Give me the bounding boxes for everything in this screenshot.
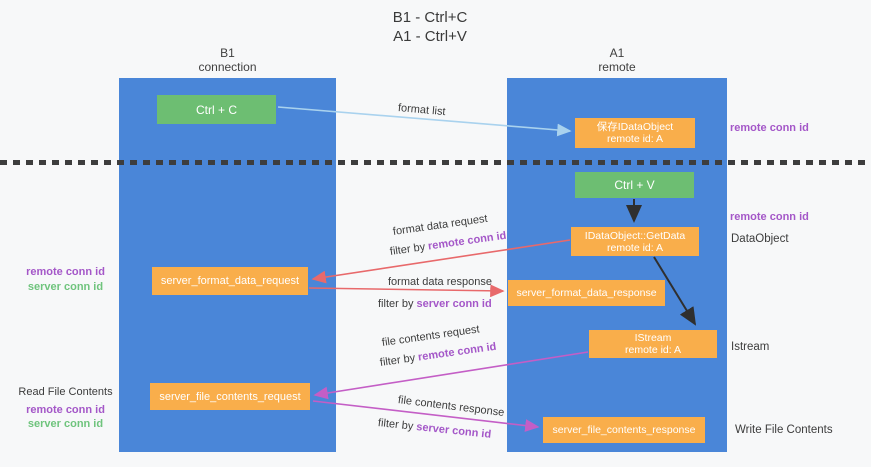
- title-line-1: B1 - Ctrl+C: [392, 9, 468, 26]
- read-file-contents-annotation: Read File Contents: [18, 386, 113, 398]
- remote-conn-id-annotation-top-right: remote conn id: [730, 122, 809, 134]
- lane-header-a1: A1 remote: [507, 46, 727, 74]
- format-list-arrow-label: format list: [397, 102, 447, 119]
- server-format-data-request-box: server_format_data_request: [152, 267, 308, 295]
- lane-b1-name: B1: [220, 46, 235, 60]
- remote-conn-id-key: remote conn id: [417, 340, 498, 364]
- ctrl-v-box: Ctrl + V: [575, 172, 694, 198]
- phase-separator-dashed-line: [0, 160, 871, 165]
- diagram-title: B1 - Ctrl+C A1 - Ctrl+V: [393, 8, 468, 46]
- write-file-contents-annotation: Write File Contents: [735, 424, 833, 436]
- ctrl-c-box: Ctrl + C: [157, 95, 276, 124]
- istream-box: IStream remote id: A: [589, 330, 717, 358]
- server-format-data-response-box: server_format_data_response: [508, 280, 665, 306]
- remote-conn-id-annotation-mid-right: remote conn id: [730, 211, 809, 223]
- filter-by-prefix: filter by: [389, 240, 429, 258]
- ctrl-v-label: Ctrl + V: [614, 178, 655, 192]
- ctrl-c-label: Ctrl + C: [195, 102, 237, 117]
- format-request-label: server_format_data_request: [160, 275, 300, 287]
- lane-b1-subtitle: connection: [198, 60, 257, 74]
- format-response-label: server_format_data_response: [516, 287, 657, 299]
- save-idataobject-box: 保存IDataObject remote id: A: [575, 118, 695, 148]
- filter-by-server-conn-id-label-1: filter by server conn id: [378, 298, 492, 310]
- save-idataobject-line2: remote id: A: [606, 133, 664, 145]
- filter-by-prefix: filter by: [377, 417, 417, 433]
- lane-header-b1: B1 connection: [119, 46, 336, 74]
- istream-line2: remote id: A: [624, 344, 682, 356]
- filter-by-server-conn-id-label-2: filter by server conn id: [377, 417, 491, 441]
- getdata-line2: remote id: A: [606, 241, 664, 254]
- save-idataobject-line1: 保存IDataObject: [596, 121, 674, 133]
- file-response-label: server_file_contents_response: [552, 424, 696, 436]
- title-line-2: A1 - Ctrl+V: [393, 28, 467, 45]
- file-contents-response-arrow-label: file contents response: [397, 394, 505, 419]
- remote-conn-id-annotation-mid-left: remote conn id: [26, 266, 105, 278]
- istream-line1: IStream: [634, 332, 672, 344]
- remote-conn-id-annotation-bottom-left: remote conn id: [26, 404, 105, 416]
- file-request-label: server_file_contents_request: [159, 390, 301, 403]
- format-data-response-arrow: [308, 284, 505, 298]
- server-file-contents-response-box: server_file_contents_response: [543, 417, 705, 443]
- server-conn-id-annotation-bottom-left: server conn id: [27, 418, 104, 430]
- lane-a1-subtitle: remote: [598, 60, 636, 74]
- server-file-contents-request-box: server_file_contents_request: [150, 383, 310, 410]
- server-conn-id-key: server conn id: [416, 298, 492, 310]
- dataobject-annotation: DataObject: [731, 233, 789, 245]
- lane-a1-name: A1: [609, 46, 625, 60]
- idataobject-getdata-box: IDataObject::GetData remote id: A: [571, 227, 699, 256]
- istream-annotation: Istream: [731, 341, 770, 353]
- filter-by-prefix: filter by: [378, 298, 417, 310]
- server-conn-id-annotation-mid-left: server conn id: [27, 281, 104, 293]
- filter-by-prefix: filter by: [379, 351, 419, 369]
- server-conn-id-key: server conn id: [415, 421, 492, 441]
- remote-conn-id-key: remote conn id: [427, 229, 508, 253]
- getdata-line1: IDataObject::GetData: [584, 229, 686, 242]
- format-data-response-arrow-label: format data response: [388, 276, 492, 288]
